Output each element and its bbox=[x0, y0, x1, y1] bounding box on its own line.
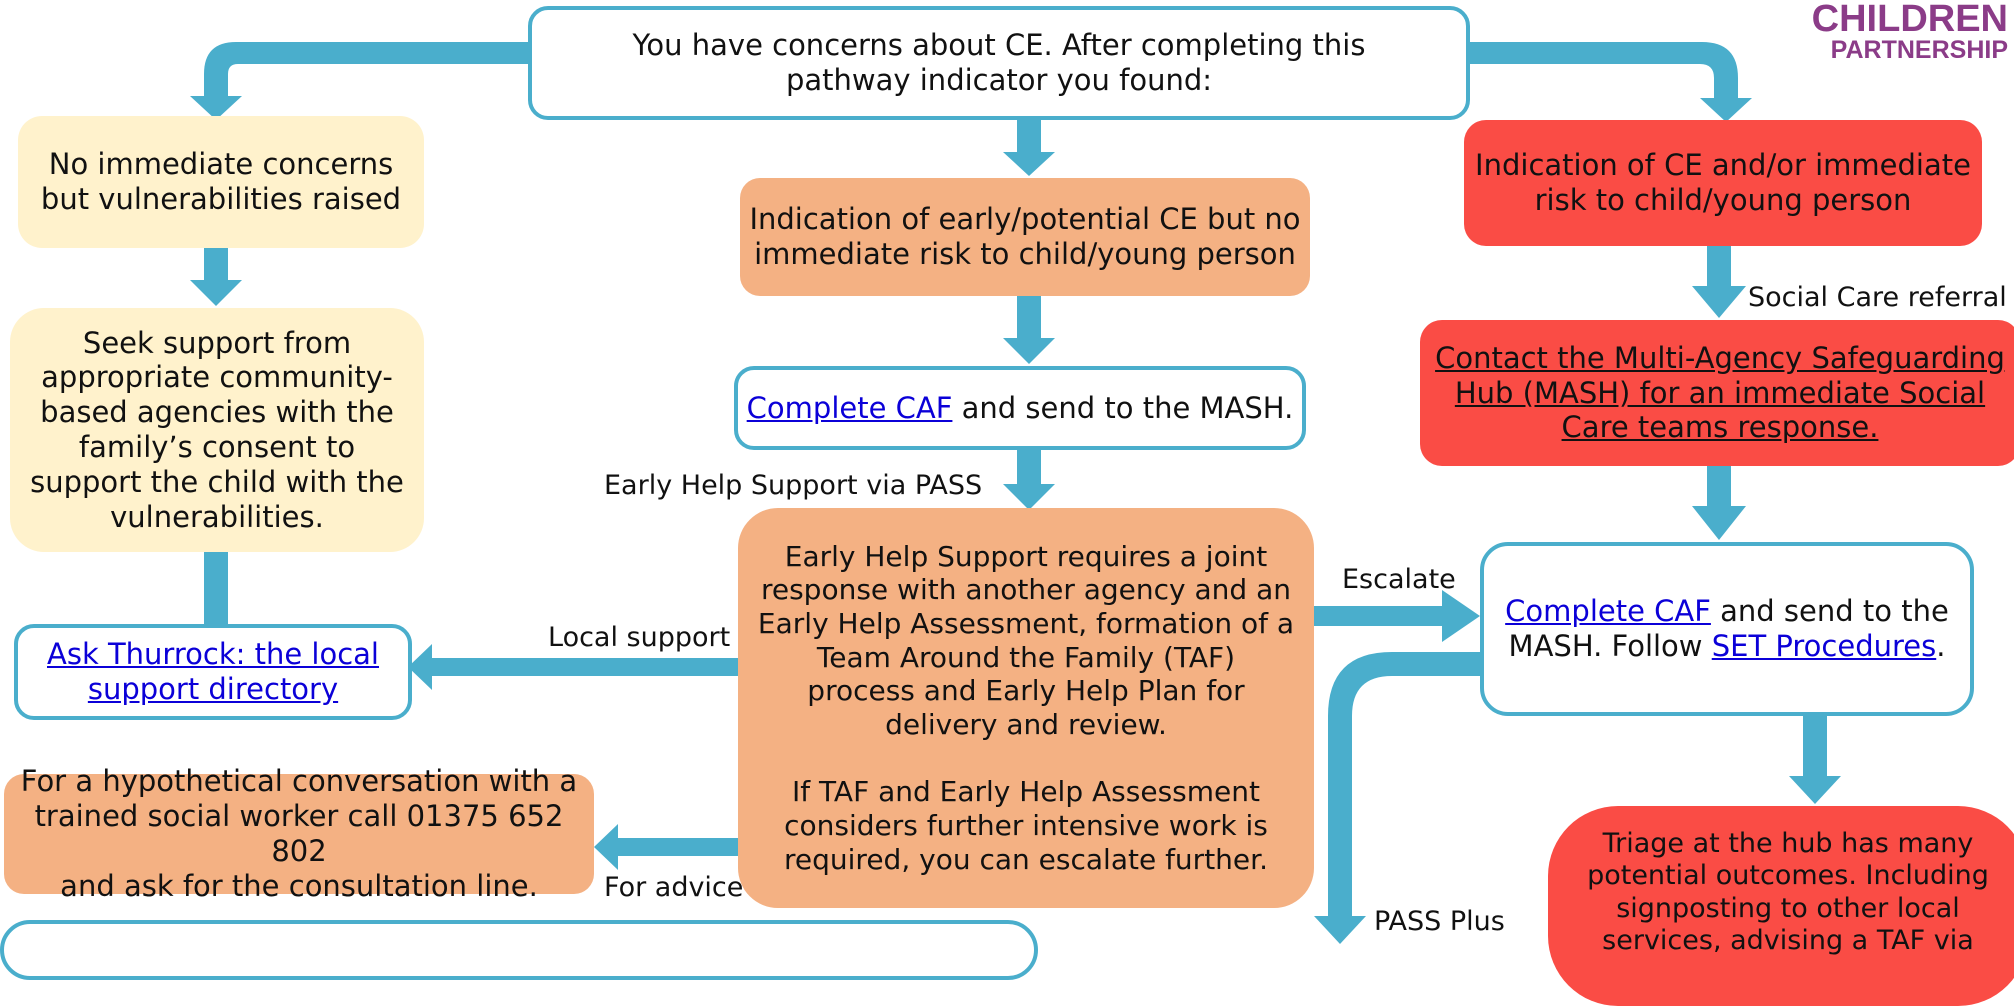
complete-caf-mid-box: Complete CAF and send to the MASH. bbox=[734, 366, 1306, 450]
arrowhead-local-support bbox=[408, 644, 432, 690]
social-care-referral-label: Social Care referral bbox=[1748, 282, 2007, 313]
early-help-pass-label: Early Help Support via PASS bbox=[604, 470, 983, 501]
logo-line-2: PARTNERSHIP bbox=[1830, 36, 2008, 64]
complete-caf-right-link[interactable]: Complete CAF bbox=[1505, 594, 1711, 629]
arrowhead-top-center bbox=[1003, 152, 1055, 176]
arrowhead-escalate bbox=[1442, 590, 1480, 642]
complete-caf-right-text-2: . bbox=[1936, 629, 1946, 663]
arrowhead-top-right bbox=[1700, 98, 1752, 122]
complete-caf-mid-link[interactable]: Complete CAF bbox=[746, 390, 953, 425]
ask-thurrock-link[interactable]: Ask Thurrock: the local support director… bbox=[47, 637, 379, 706]
immediate-risk-box: Indication of CE and/or immediate risk t… bbox=[1464, 120, 1982, 246]
arrowhead-caf-right-down bbox=[1789, 776, 1841, 804]
complete-caf-right-text: Complete CAF and send to the MASH. Follo… bbox=[1505, 594, 1949, 664]
arrow-caf-down bbox=[1017, 448, 1041, 486]
top-concerns-box: You have concerns about CE. After comple… bbox=[528, 6, 1470, 120]
ask-thurrock-box: Ask Thurrock: the local support director… bbox=[14, 624, 412, 720]
contact-mash-link[interactable]: Contact the Multi-Agency Safeguarding Hu… bbox=[1435, 340, 2005, 445]
flow-arrows bbox=[190, 42, 1841, 944]
arrow-pass-plus bbox=[1328, 652, 1482, 920]
for-advice-label: For advice bbox=[604, 872, 744, 903]
arrowhead-for-advice bbox=[594, 824, 618, 870]
arrow-top-left bbox=[204, 42, 530, 98]
complete-caf-mid-rest: and send to the MASH. bbox=[952, 390, 1294, 425]
arrow-yellow-down bbox=[204, 248, 228, 282]
arrowhead-top-left bbox=[190, 96, 242, 120]
arrowhead-mash-down bbox=[1692, 506, 1746, 540]
escalate-label: Escalate bbox=[1342, 564, 1456, 595]
arrow-top-center bbox=[1017, 118, 1041, 154]
no-concerns-box: No immediate concerns but vulnerabilitie… bbox=[18, 116, 424, 248]
hypothetical-conversation-box: For a hypothetical conversation with a t… bbox=[4, 764, 594, 903]
arrowhead-yellow-down bbox=[190, 280, 242, 306]
early-help-para-2: If TAF and Early Help Assessment conside… bbox=[784, 775, 1268, 876]
children-partnership-logo: CHILDREN PARTNERSHIP bbox=[1812, 0, 2008, 63]
top-concerns-text: You have concerns about CE. After comple… bbox=[632, 28, 1366, 97]
no-concerns-text: No immediate concerns but vulnerabilitie… bbox=[40, 147, 402, 216]
arrow-escalate bbox=[1314, 606, 1444, 626]
arrowhead-pass-plus bbox=[1314, 916, 1366, 944]
triage-box: Triage at the hub has many potential out… bbox=[1548, 806, 2014, 1006]
arrow-caf-right-down bbox=[1803, 716, 1827, 778]
arrow-top-right bbox=[1468, 42, 1738, 100]
arrow-local-support bbox=[430, 658, 738, 676]
hypothetical-conversation-text: For a hypothetical conversation with a t… bbox=[20, 764, 578, 903]
contact-mash-box: Contact the Multi-Agency Safeguarding Hu… bbox=[1420, 320, 2014, 466]
immediate-risk-text: Indication of CE and/or immediate risk t… bbox=[1475, 148, 1971, 217]
logo-line-1: CHILDREN bbox=[1811, 0, 2008, 40]
arrowhead-caf-down bbox=[1003, 484, 1055, 510]
seek-support-box: Seek support from appropriate community-… bbox=[10, 308, 424, 552]
triage-text: Triage at the hub has many potential out… bbox=[1587, 828, 1989, 957]
complete-caf-right-text-1: and send to the MASH. Follow bbox=[1508, 594, 1949, 663]
early-potential-text: Indication of early/potential CE but no … bbox=[749, 202, 1301, 271]
local-support-label: Local support bbox=[548, 622, 731, 653]
early-help-box: Early Help Support requires a joint resp… bbox=[738, 508, 1314, 908]
arrowhead-red-down bbox=[1692, 286, 1746, 318]
bottom-left-box bbox=[0, 920, 1038, 980]
early-potential-box: Indication of early/potential CE but no … bbox=[740, 178, 1310, 296]
complete-caf-right-box: Complete CAF and send to the MASH. Follo… bbox=[1480, 542, 1974, 716]
pass-plus-label: PASS Plus bbox=[1374, 906, 1505, 937]
seek-support-text: Seek support from appropriate community-… bbox=[30, 325, 404, 534]
line-seek-to-ask bbox=[204, 552, 228, 626]
arrow-for-advice bbox=[616, 838, 738, 856]
early-help-para-1: Early Help Support requires a joint resp… bbox=[757, 539, 1295, 741]
arrowhead-peach-down bbox=[1003, 338, 1055, 364]
arrow-mash-down bbox=[1707, 466, 1731, 508]
arrow-peach-down bbox=[1017, 296, 1041, 340]
complete-caf-mid-text: Complete CAF and send to the MASH. bbox=[747, 391, 1294, 426]
arrow-red-down bbox=[1707, 246, 1731, 288]
set-procedures-link[interactable]: SET Procedures bbox=[1711, 629, 1937, 663]
